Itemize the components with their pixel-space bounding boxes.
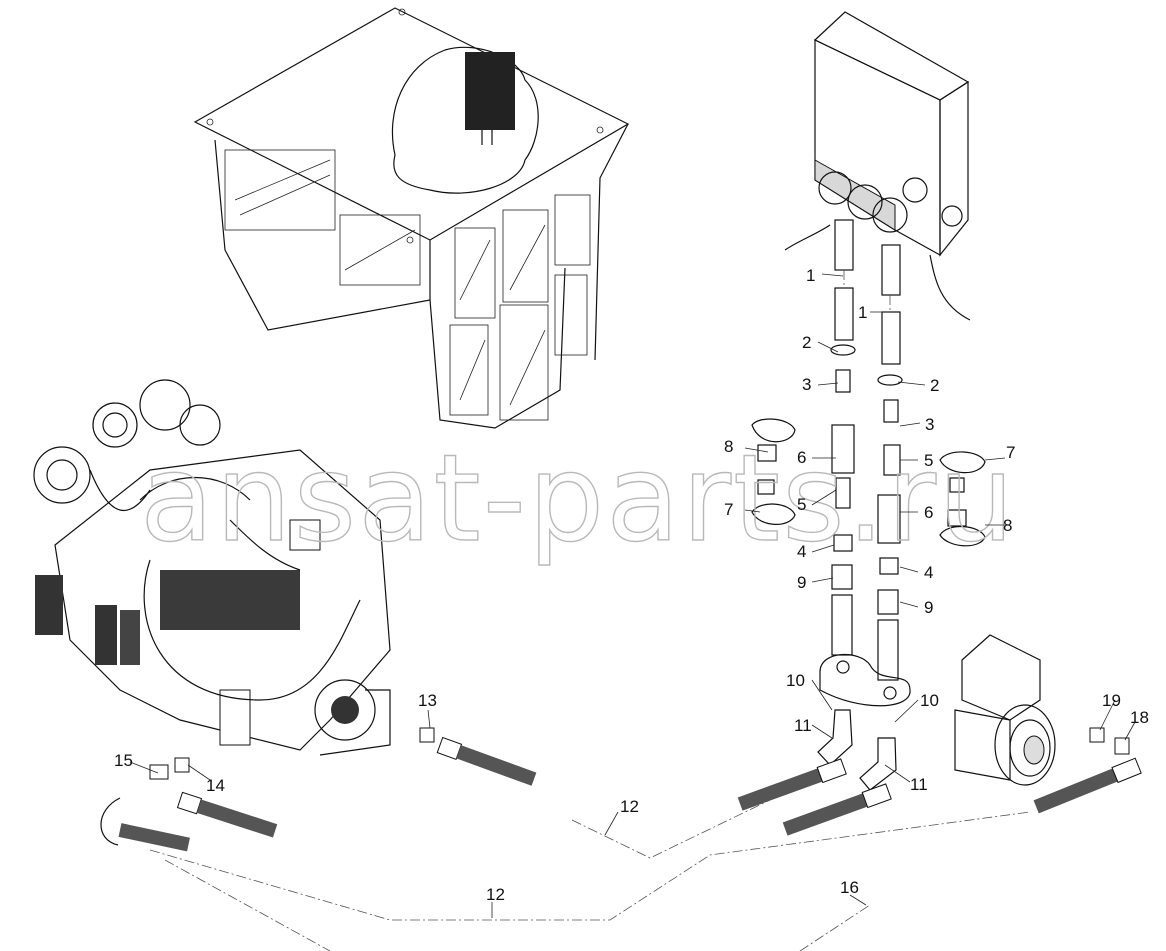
air-compressor <box>954 634 1056 786</box>
callout-6b: 6 <box>924 503 933 522</box>
leader-lines <box>129 273 1136 918</box>
callout-12a: 12 <box>620 797 639 816</box>
callout-3b: 3 <box>925 415 934 434</box>
callout-7a: 7 <box>1006 443 1015 462</box>
callout-2a: 2 <box>802 333 811 352</box>
callouts: 1 1 2 2 3 3 8 6 5 7 7 5 6 8 4 4 9 9 10 1… <box>114 266 1149 904</box>
callout-15: 15 <box>114 751 133 770</box>
callout-18: 18 <box>1130 708 1149 727</box>
watermark-text: ansat-parts.ru <box>140 430 1016 569</box>
heater-box <box>784 11 971 321</box>
callout-6a: 6 <box>797 448 806 467</box>
engine-assembly <box>33 379 391 756</box>
bracket-plate <box>819 653 911 707</box>
callout-10b: 10 <box>920 691 939 710</box>
right-hose-stack <box>877 244 903 681</box>
callout-2b: 2 <box>930 376 939 395</box>
callout-4a: 4 <box>797 542 806 561</box>
elbow-fitting-left <box>817 709 853 766</box>
callout-8a: 8 <box>724 437 733 456</box>
cab-assembly <box>193 7 630 429</box>
callout-16: 16 <box>840 878 859 897</box>
callout-13: 13 <box>418 691 437 710</box>
callout-11b: 11 <box>910 775 928 794</box>
hose-clamps <box>751 418 986 547</box>
callout-12b: 12 <box>486 885 505 904</box>
routing-lines <box>149 799 1031 951</box>
elbow-fitting-right <box>859 737 897 791</box>
callout-1b: 1 <box>858 303 867 322</box>
callout-3a: 3 <box>802 375 811 394</box>
callout-11a: 11 <box>794 716 812 735</box>
callout-5b: 5 <box>797 495 806 514</box>
callout-10a: 10 <box>786 671 805 690</box>
callout-9b: 9 <box>924 598 933 617</box>
callout-19: 19 <box>1102 691 1121 710</box>
callout-7b: 7 <box>724 500 733 519</box>
callout-8b: 8 <box>1003 516 1012 535</box>
callout-5a: 5 <box>924 451 933 470</box>
callout-9a: 9 <box>797 573 806 592</box>
callout-1a: 1 <box>806 266 815 285</box>
hoses <box>100 727 1142 852</box>
callout-4b: 4 <box>924 563 933 582</box>
callout-14: 14 <box>206 776 225 795</box>
